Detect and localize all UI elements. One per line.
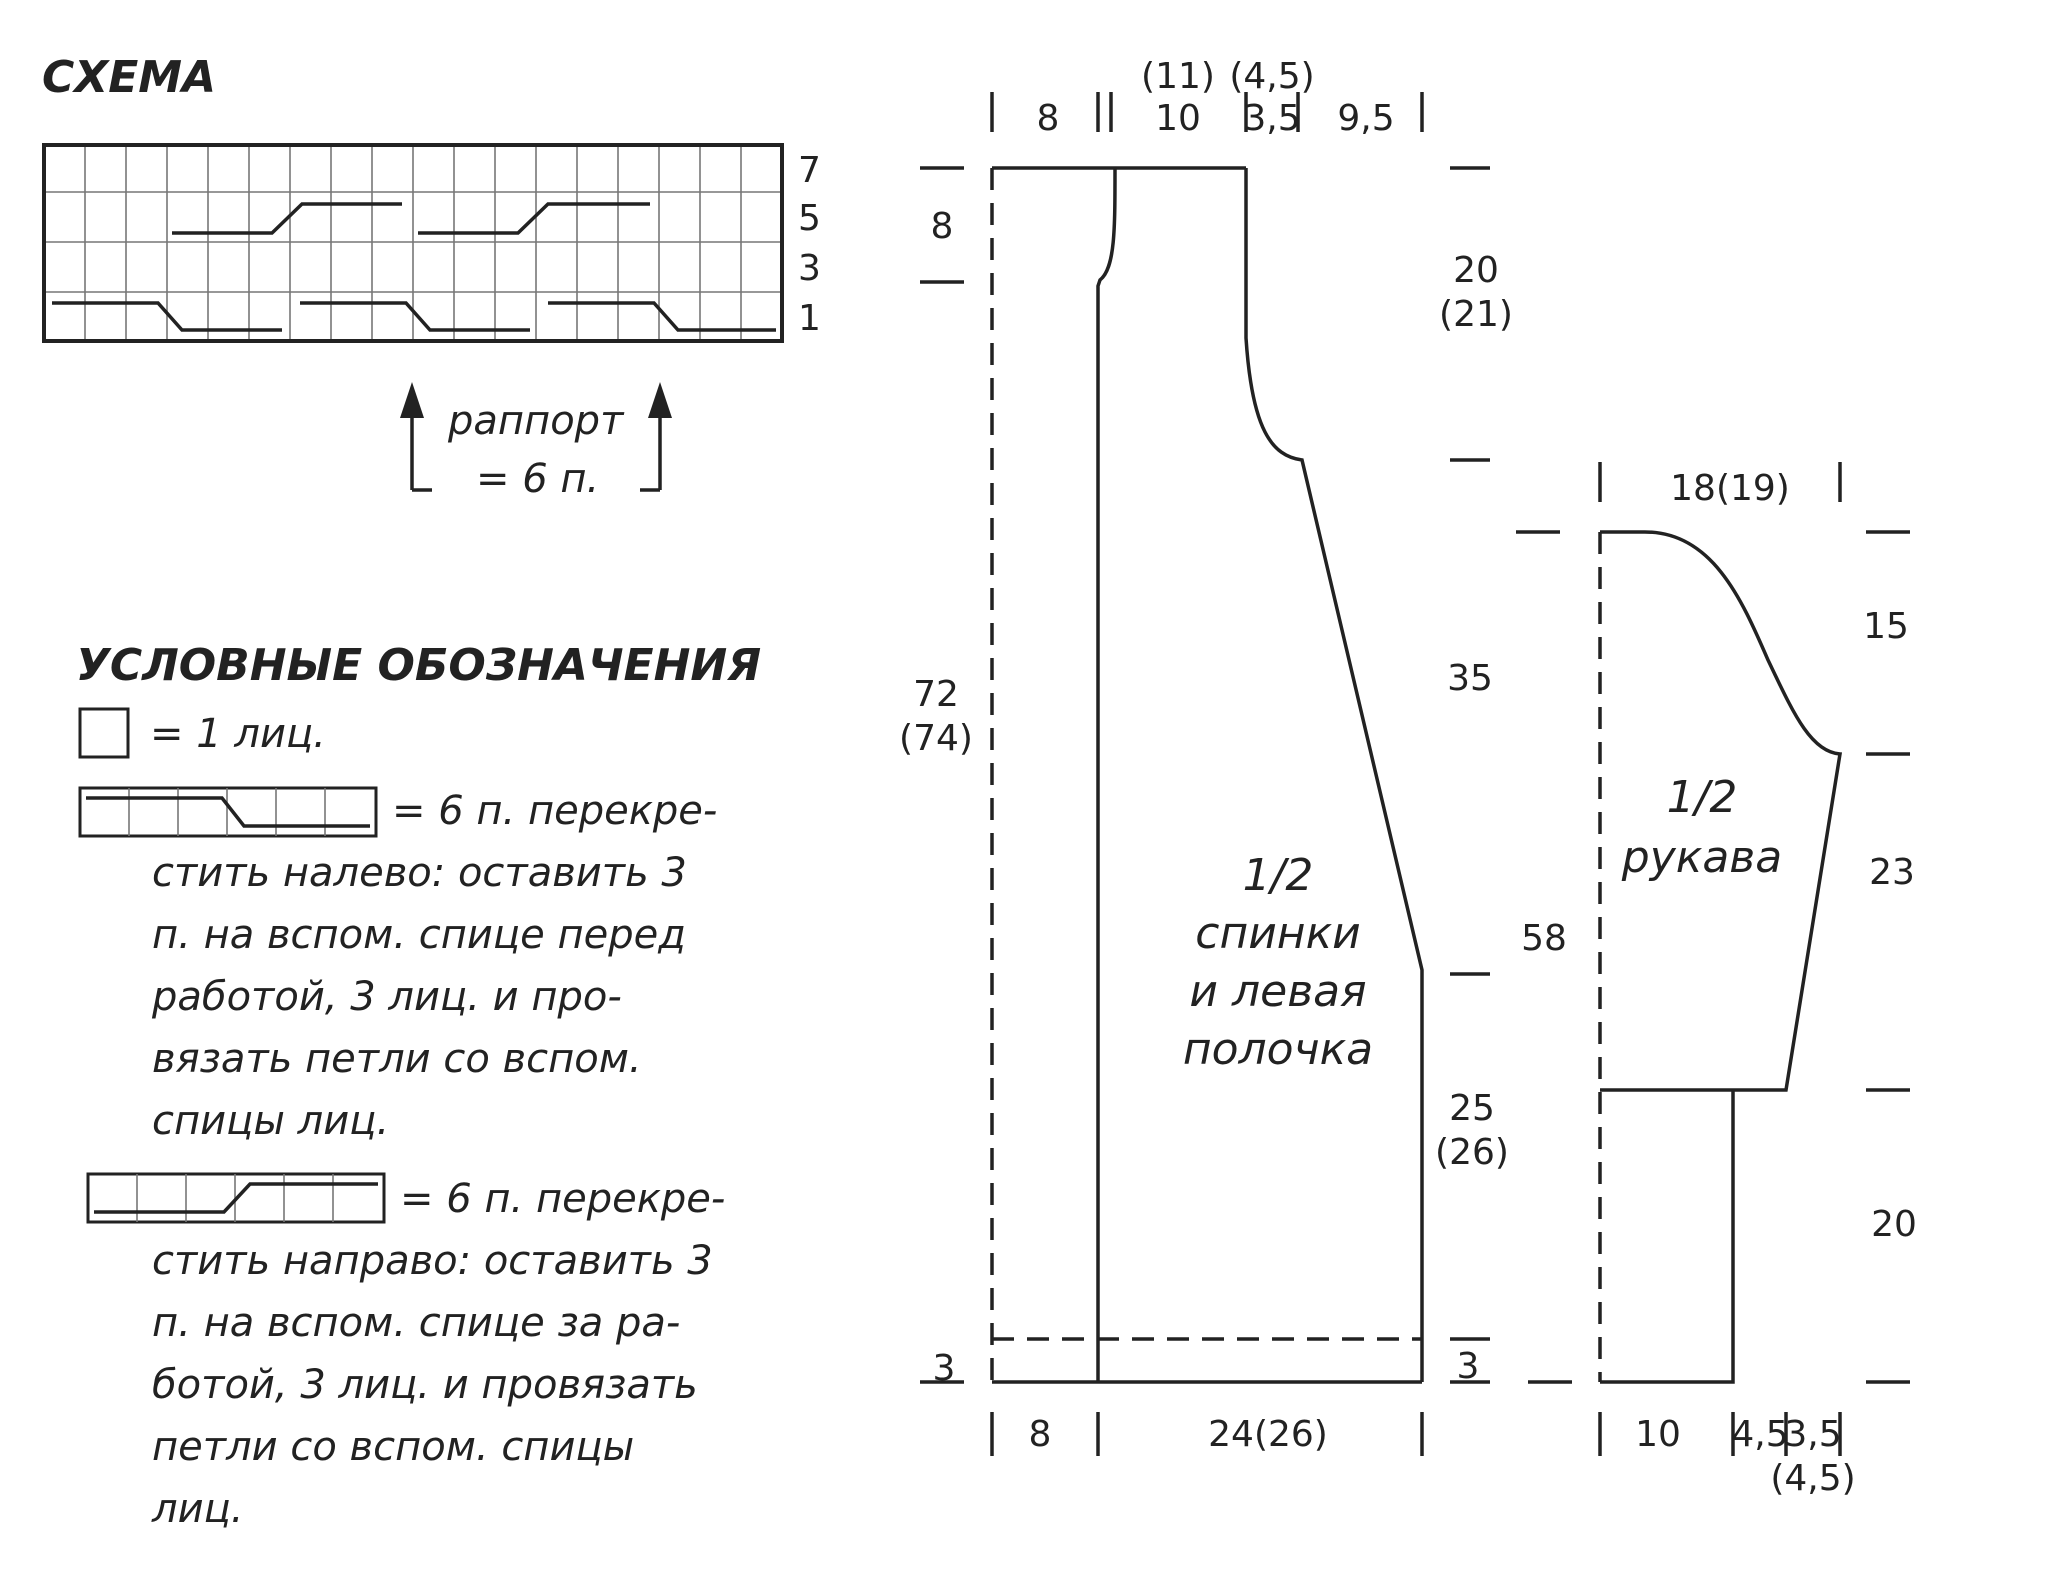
dim-top-8: 8	[1037, 98, 1060, 139]
legend-cable-left-line	[86, 796, 370, 828]
dim-top-10-alt: (11)	[1141, 56, 1215, 97]
legend-cross-right-line: = 6 п. перекре-	[400, 1176, 725, 1222]
sleeve-piece-label: 1/2	[1667, 772, 1738, 823]
legend-cable-right-line	[94, 1182, 378, 1214]
dim-sleeve-bottom-35: 3,5	[1784, 1414, 1841, 1455]
legend-cross-left-line: стить налево: оставить 3	[152, 850, 687, 896]
dim-top-35-alt: (4,5)	[1229, 56, 1314, 97]
dim-right-25-alt: (26)	[1435, 1132, 1509, 1173]
legend-cross-left-line: вязать петли со вспом.	[152, 1036, 642, 1082]
legend-cross-right-line: петли со вспом. спицы	[152, 1424, 634, 1470]
chart-grid-columns	[84, 145, 742, 341]
sleeve-piece-label: рукава	[1621, 832, 1782, 883]
dim-left-72: 72	[913, 674, 959, 715]
cable-cross-left	[300, 301, 530, 332]
legend-cross-left-line: п. на вспом. спице перед	[152, 912, 686, 958]
sleeve-right-dimensions: 15 23 20	[1863, 530, 1917, 1384]
sleeve-piece-diagram: 1/2 рукава 18(19) 58 15 23 20	[1516, 462, 1917, 1499]
dim-sleeve-bottom-10: 10	[1635, 1414, 1681, 1455]
dim-right-20-alt: (21)	[1439, 294, 1513, 335]
cable-cross-left	[52, 301, 282, 332]
dim-top-35: 3,5	[1243, 98, 1300, 139]
legend-cross-right-symbol	[86, 1172, 386, 1224]
body-right-dimensions: 20 (21) 35 25 (26) 3	[1435, 166, 1513, 1387]
sleeve-left-dimension: 58	[1516, 530, 1572, 1384]
dim-top-10: 10	[1155, 98, 1201, 139]
dim-sleeve-15: 15	[1863, 606, 1909, 647]
legend-cross-left-symbol	[78, 786, 378, 838]
row-number: 1	[798, 298, 821, 339]
dim-right-3: 3	[1457, 1346, 1480, 1387]
legend-cross-right-line: ботой, 3 лиц. и провязать	[152, 1362, 698, 1408]
dim-right-20: 20	[1453, 250, 1499, 291]
dim-sleeve-20: 20	[1871, 1204, 1917, 1245]
cable-cross-left	[548, 301, 776, 332]
stitch-chart: СХЕМА 7 5 3 1 раппорт	[42, 52, 821, 502]
legend-cross-left-line: = 6 п. перекре-	[392, 788, 717, 834]
legend-cross-right-line: лиц.	[151, 1486, 244, 1532]
legend-cross-right-line: стить направо: оставить 3	[152, 1238, 713, 1284]
dim-top-95: 9,5	[1337, 98, 1394, 139]
dim-right-35: 35	[1447, 658, 1493, 699]
legend-symbol-box	[86, 1172, 386, 1224]
legend-knit-text: = 1 лиц.	[150, 711, 326, 757]
body-piece-label: 1/2	[1243, 850, 1314, 901]
body-left-dimensions: 8 72 (74) 3	[899, 166, 973, 1389]
row-number: 7	[798, 150, 821, 191]
sleeve-cuff-edge	[1600, 1090, 1735, 1384]
body-piece-label: и левая	[1189, 966, 1366, 1017]
front-neck-edge	[1096, 167, 1117, 1382]
dim-left-3: 3	[933, 1348, 956, 1389]
dim-sleeve-23: 23	[1869, 852, 1915, 893]
dim-right-25: 25	[1449, 1088, 1495, 1129]
legend-cross-left-line: работой, 3 лиц. и про-	[151, 974, 622, 1020]
cable-symbols	[52, 202, 776, 332]
chart-border	[42, 143, 784, 343]
legend-symbol-box	[78, 786, 378, 838]
dim-bottom-8: 8	[1029, 1414, 1052, 1455]
body-top-dimensions: 8 (11) 10 (4,5) 3,5 9,5	[990, 56, 1424, 139]
repeat-marker: раппорт = 6 п.	[400, 382, 672, 502]
row-number: 5	[798, 198, 821, 239]
chart-grid	[42, 143, 784, 343]
body-bottom-dimensions: 8 24(26)	[990, 1412, 1424, 1456]
row-number: 3	[798, 248, 821, 289]
body-piece-diagram: 1/2 спинки и левая полочка 8 (11) 10 (4,…	[899, 56, 1513, 1456]
dim-bottom-24: 24(26)	[1208, 1414, 1328, 1455]
legend-cross-right-line: п. на вспом. спице за ра-	[152, 1300, 680, 1346]
dim-sleeve-top: 18(19)	[1670, 468, 1790, 509]
repeat-count: = 6 п.	[476, 456, 599, 502]
arrow-up-icon	[648, 382, 672, 418]
dim-left-8: 8	[931, 206, 954, 247]
sleeve-cap-edge	[1600, 530, 1843, 1092]
body-piece-label: спинки	[1195, 908, 1361, 959]
cable-cross-right	[172, 202, 402, 235]
repeat-label: раппорт	[447, 398, 625, 444]
body-piece-label: полочка	[1183, 1024, 1373, 1075]
arrow-up-icon	[400, 382, 424, 418]
legend: УСЛОВНЫЕ ОБОЗНАЧЕНИЯ = 1 лиц. = 6 п. пер…	[76, 640, 761, 1532]
legend-cross-left-line: спицы лиц.	[152, 1098, 389, 1144]
dim-sleeve-bottom-35-alt: (4,5)	[1770, 1458, 1855, 1499]
dim-sleeve-bottom-45: 4,5	[1731, 1414, 1788, 1455]
legend-knit-symbol	[78, 707, 130, 759]
body-side-edge	[1244, 168, 1424, 1382]
legend-title: УСЛОВНЫЕ ОБОЗНАЧЕНИЯ	[76, 640, 761, 691]
sleeve-top-dimension: 18(19)	[1598, 462, 1842, 509]
dim-left-72-alt: (74)	[899, 718, 973, 759]
cable-cross-right	[418, 202, 650, 235]
chart-title: СХЕМА	[42, 52, 216, 103]
sleeve-bottom-dimensions: 10 4,5 3,5 (4,5)	[1598, 1412, 1856, 1499]
dim-sleeve-left: 58	[1521, 918, 1567, 959]
